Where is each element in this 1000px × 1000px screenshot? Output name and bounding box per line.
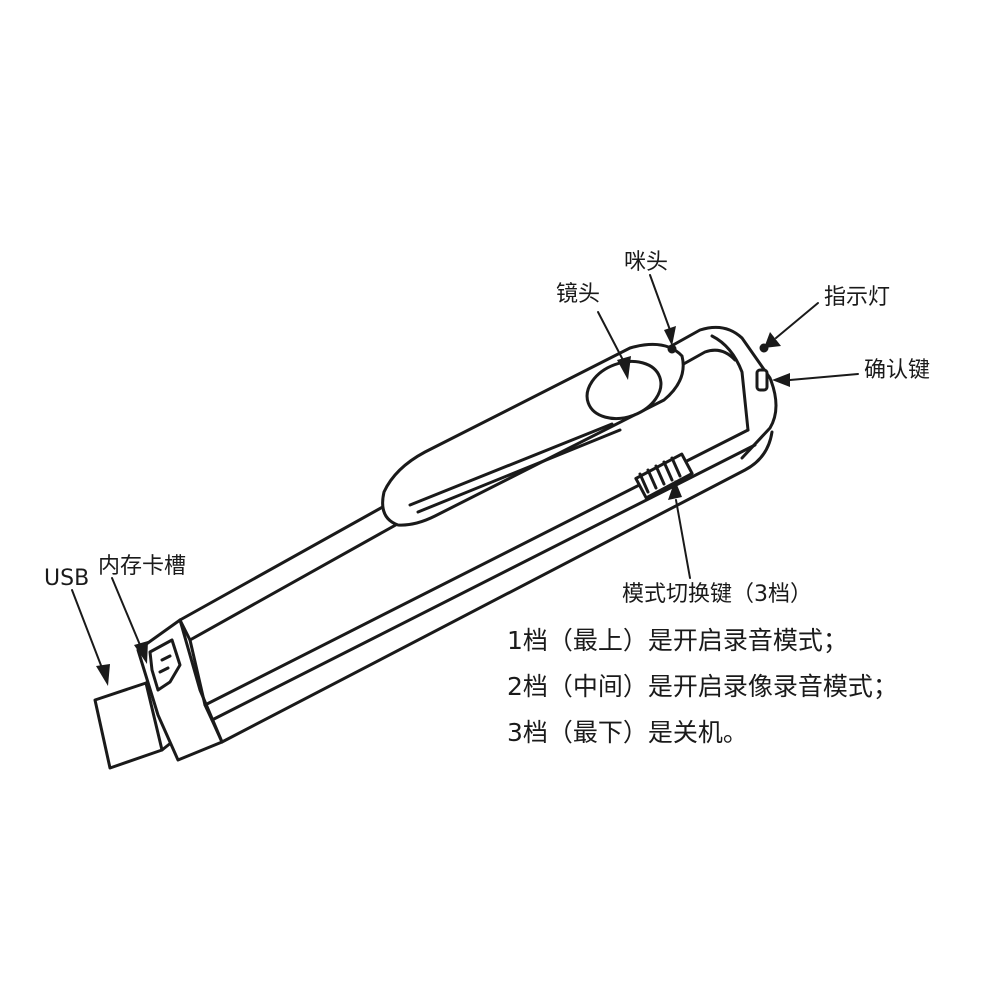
mode-switch [634, 452, 694, 500]
mode-description-3: 3档（最下）是关机。 [507, 718, 748, 747]
card-slot [148, 638, 182, 692]
mode-description-2: 2档（中间）是开启录像录音模式； [507, 672, 898, 701]
mic [667, 344, 677, 354]
card-slot-label: 内存卡槽 [98, 554, 187, 579]
mic-arrow-icon [664, 326, 676, 346]
mic-leader [649, 274, 671, 331]
lens-leader [597, 311, 625, 363]
usb-arrow-icon [96, 664, 110, 686]
indicator-arrow-icon [764, 332, 781, 348]
card-slot-arrow-icon [134, 641, 148, 664]
mic-label: 咪头 [624, 250, 669, 275]
leader-lines [71, 274, 859, 669]
mode-description-1: 1档（最上）是开启录音模式； [507, 626, 848, 655]
lens-arrow-icon [617, 356, 631, 380]
usb-leader [71, 589, 103, 669]
confirm-key [755, 368, 769, 392]
confirm-key-arrow-icon [772, 373, 790, 387]
arrow-heads [96, 326, 790, 686]
usb-label: USB [44, 566, 90, 591]
confirm-key-leader [789, 373, 859, 381]
indicator-leader [775, 302, 819, 339]
mode-switch-arrow-icon [668, 480, 682, 500]
card-slot-leader [111, 577, 141, 646]
confirm-key-label: 确认键 [864, 358, 931, 383]
mode-switch-leader [675, 499, 691, 579]
indicator-label: 指示灯 [824, 285, 891, 310]
lens-label: 镜头 [556, 282, 601, 307]
lens [585, 359, 663, 421]
mode-switch-label: 模式切换键（3档） [622, 582, 812, 607]
